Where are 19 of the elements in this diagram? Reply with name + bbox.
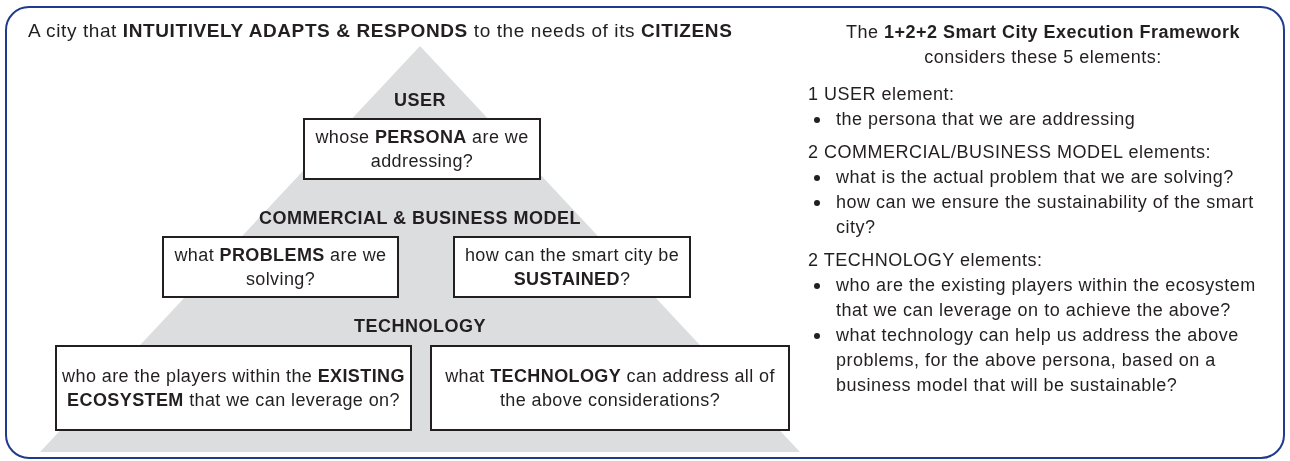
bullet-text: the persona that we are addressing [836, 109, 1136, 129]
question-box: whose PERSONA are we addressing? [303, 118, 541, 180]
question-box: how can the smart city be SUSTAINED? [453, 236, 691, 298]
bullet-text: what technology can help us address the above problems, for the above persona, based on a business model that will be sustainable? [836, 325, 1239, 395]
section-heading: 1 USER element: [808, 83, 956, 106]
bullet-text: who are the existing players within the ecosystem that we can leverage on to achieve the above? [836, 275, 1256, 320]
bullet-text: what is the actual problem that we are solving? [836, 167, 1234, 187]
question-box: what TECHNOLOGY can address all of the above considerations? [430, 345, 790, 431]
framework-heading: The 1+2+2 Smart City Execution Framework considers these 5 elements: [844, 21, 1242, 69]
pyramid [40, 46, 800, 452]
heading: A city that INTUITIVELY ADAPTS & RESPONDS to the needs of its CITIZENS [28, 20, 733, 42]
section-heading: 2 COMMERCIAL/BUSINESS MODEL elements: [808, 141, 1212, 164]
question-box: who are the players within the EXISTING ECOSYSTEM that we can leverage on? [55, 345, 412, 431]
tier-heading: COMMERCIAL & BUSINESS MODEL [258, 208, 582, 229]
bullet-text: how can we ensure the sustainability of the smart city? [836, 192, 1254, 237]
tier-heading: TECHNOLOGY [354, 316, 486, 337]
tier-heading: USER [394, 90, 446, 111]
question-box: what PROBLEMS are we solving? [162, 236, 399, 298]
section-heading: 2 TECHNOLOGY elements: [808, 249, 1044, 272]
